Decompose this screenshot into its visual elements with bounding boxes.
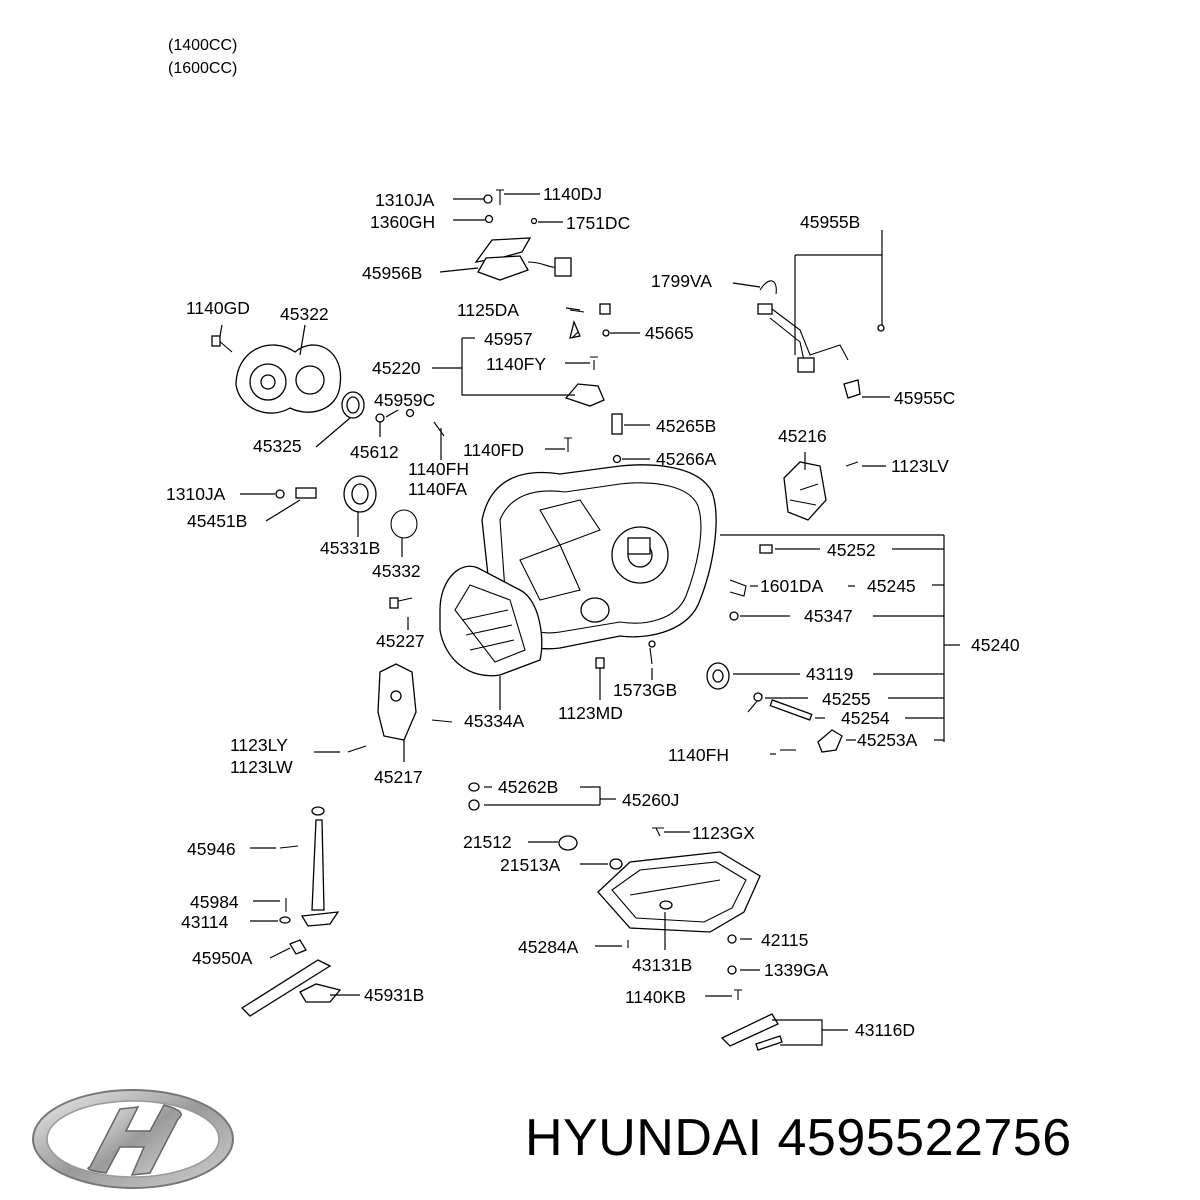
callout-1140kb: 1140KB	[625, 987, 686, 1007]
callout-1601da: 1601DA	[760, 576, 824, 596]
callout-43114: 43114	[181, 912, 229, 932]
callout-1360gh: 1360GH	[370, 212, 435, 232]
leader-lines	[219, 193, 960, 1046]
callout-1140dj: 1140DJ	[543, 184, 602, 204]
callout-21513a: 21513A	[500, 855, 561, 875]
callout-45284a: 45284A	[518, 937, 579, 957]
sensor-bracket-45956b	[474, 189, 572, 281]
callout-45955b: 45955B	[800, 212, 860, 232]
callout-45227: 45227	[376, 631, 425, 651]
callout-45255: 45255	[822, 689, 871, 709]
callout-45451b: 45451B	[187, 511, 247, 531]
callout-45946: 45946	[187, 839, 236, 859]
callout-1123ly: 1123LY	[230, 735, 288, 755]
oil-pan	[597, 851, 761, 1000]
callout-1140gd: 1140GD	[186, 298, 250, 318]
callout-1140fd: 1140FD	[463, 440, 524, 460]
callout-1751dc: 1751DC	[566, 213, 630, 233]
callout-1140fy: 1140FY	[486, 354, 546, 374]
sealant-tube	[720, 1013, 783, 1051]
bracket-45220	[564, 303, 623, 464]
gear-parts-45451b	[275, 475, 418, 539]
callout-1310ja-top: 1310JA	[375, 190, 435, 210]
callout-45325: 45325	[253, 436, 302, 456]
callout-1573gb: 1573GB	[613, 680, 677, 700]
right-fasteners	[595, 544, 843, 753]
drain-plugs-45260j	[468, 782, 664, 870]
callout-45253a: 45253A	[857, 730, 918, 750]
callout-labels: 1310JA 1140DJ 1360GH 1751DC 45956B 45955…	[166, 184, 1020, 1040]
callout-45216: 45216	[778, 426, 827, 446]
brand-name: HYUNDAI	[525, 1109, 763, 1167]
callout-45959c: 45959C	[374, 390, 435, 410]
callout-1123md: 1123MD	[558, 703, 623, 723]
callout-45612: 45612	[350, 442, 399, 462]
callout-43119: 43119	[806, 664, 853, 684]
callout-45984: 45984	[190, 892, 239, 912]
callout-21512: 21512	[463, 832, 512, 852]
callout-45260j: 45260J	[622, 790, 679, 810]
cover-45322	[211, 335, 445, 437]
callout-1799va: 1799VA	[651, 271, 712, 291]
callout-45252: 45252	[827, 540, 876, 560]
callout-45254: 45254	[841, 708, 890, 728]
callout-1310ja-mid: 1310JA	[166, 484, 226, 504]
callout-45347: 45347	[804, 606, 853, 626]
callout-45955c: 45955C	[894, 388, 955, 408]
callout-42115: 42115	[761, 930, 808, 950]
shift-shaft	[240, 806, 342, 1017]
part-number: 4595522756	[777, 1109, 1072, 1167]
hyundai-logo	[32, 1089, 234, 1189]
callout-45331b: 45331B	[320, 538, 380, 558]
callout-1339ga: 1339GA	[764, 960, 829, 980]
callout-45245: 45245	[867, 576, 916, 596]
callout-45220: 45220	[372, 358, 421, 378]
callout-43131b: 43131B	[632, 955, 692, 975]
callout-1123lw: 1123LW	[230, 757, 293, 777]
callout-1140fh-lower: 1140FH	[668, 745, 729, 765]
callout-45262b: 45262B	[498, 777, 558, 797]
bracket-45217	[347, 597, 453, 753]
transmission-housing	[439, 464, 717, 677]
callout-45956b: 45956B	[362, 263, 422, 283]
engine-label-1400cc: (1400CC)	[168, 37, 237, 54]
callout-45957: 45957	[484, 329, 533, 349]
callout-45217: 45217	[374, 767, 423, 787]
callout-45334a: 45334A	[464, 711, 525, 731]
part-drawings	[211, 189, 885, 1051]
callout-45332: 45332	[372, 561, 421, 581]
callout-45265b: 45265B	[656, 416, 716, 436]
callout-45322: 45322	[280, 304, 329, 324]
callout-1125da: 1125DA	[457, 300, 519, 320]
mount-45216	[783, 461, 859, 521]
callout-45266a: 45266A	[656, 449, 717, 469]
callout-45931b: 45931B	[364, 985, 424, 1005]
callout-45950a: 45950A	[192, 948, 253, 968]
callout-45665: 45665	[645, 323, 694, 343]
sensor-harness-45955b	[757, 280, 885, 399]
callout-45240: 45240	[971, 635, 1020, 655]
footer-caption: HYUNDAI 4595522756	[525, 1108, 1072, 1168]
callout-1140fh-upper: 1140FH	[408, 459, 469, 479]
callout-43116d: 43116D	[855, 1020, 915, 1040]
callout-1123gx: 1123GX	[692, 823, 755, 843]
callout-1123lv: 1123LV	[891, 456, 949, 476]
engine-label-1600cc: (1600CC)	[168, 60, 237, 77]
callout-1140fa: 1140FA	[408, 479, 467, 499]
